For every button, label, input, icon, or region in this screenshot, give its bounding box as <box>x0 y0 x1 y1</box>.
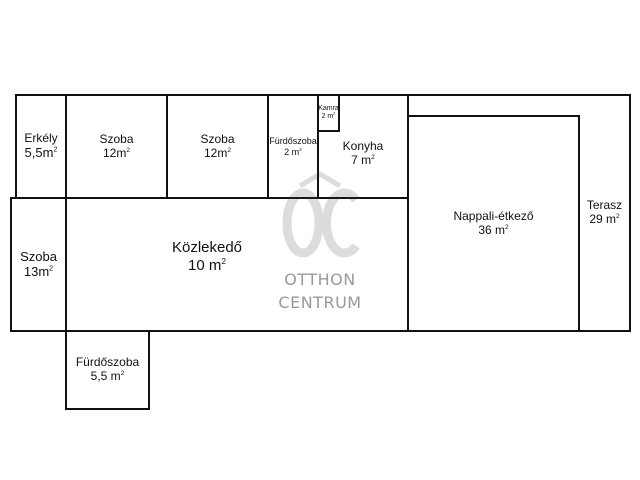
room-area: 2 m <box>321 113 334 120</box>
room-name: Közlekedő <box>171 239 243 257</box>
room-name: Fürdőszoba <box>269 136 317 147</box>
room-szoba-1: Szoba 12m2 <box>65 94 168 199</box>
watermark-line-2: CENTRUM <box>278 293 362 312</box>
room-furdoszoba-1: Fürdőszoba 2 m2 <box>267 94 319 199</box>
room-name: Szoba <box>200 131 235 146</box>
otthon-centrum-logo <box>282 171 360 258</box>
room-area: 7 m <box>351 152 372 167</box>
room-area: 5,5m <box>24 144 54 160</box>
room-szoba-3: Szoba 13m2 <box>10 197 67 332</box>
room-name: Terasz <box>586 198 623 213</box>
room-terasz: Terasz 29 m2 <box>586 198 623 226</box>
room-szoba-2: Szoba 12m2 <box>166 94 269 199</box>
room-area: 36 m <box>478 222 505 237</box>
room-kozlekedo: Közlekedő 10 m2 <box>65 197 409 332</box>
room-name: Fürdőszoba <box>75 355 140 370</box>
room-area: 10 m <box>188 256 222 274</box>
room-name: Konyha <box>342 138 384 153</box>
room-area: 2 m <box>284 146 300 157</box>
watermark-line-1: OTTHON <box>284 270 356 289</box>
room-area: 29 m <box>589 212 616 226</box>
room-area: 12m <box>102 145 127 160</box>
room-area: 5,5 m <box>90 369 121 383</box>
room-area: 13m <box>23 263 50 279</box>
room-nappali-etkezo: Nappali-étkező 36 m2 <box>407 115 580 332</box>
room-furdoszoba-2: Fürdőszoba 5,5 m2 <box>65 330 150 410</box>
room-kamra: Kamra 2 m2 <box>317 94 340 132</box>
room-name: Nappali-étkező <box>453 208 534 223</box>
room-name: Szoba <box>20 248 57 264</box>
room-name: Szoba <box>99 131 134 146</box>
room-name: Erkély <box>24 131 58 146</box>
room-erkely: Erkély 5,5m2 <box>15 94 67 199</box>
room-name: Kamra <box>318 104 339 112</box>
room-area: 12m <box>203 145 228 160</box>
